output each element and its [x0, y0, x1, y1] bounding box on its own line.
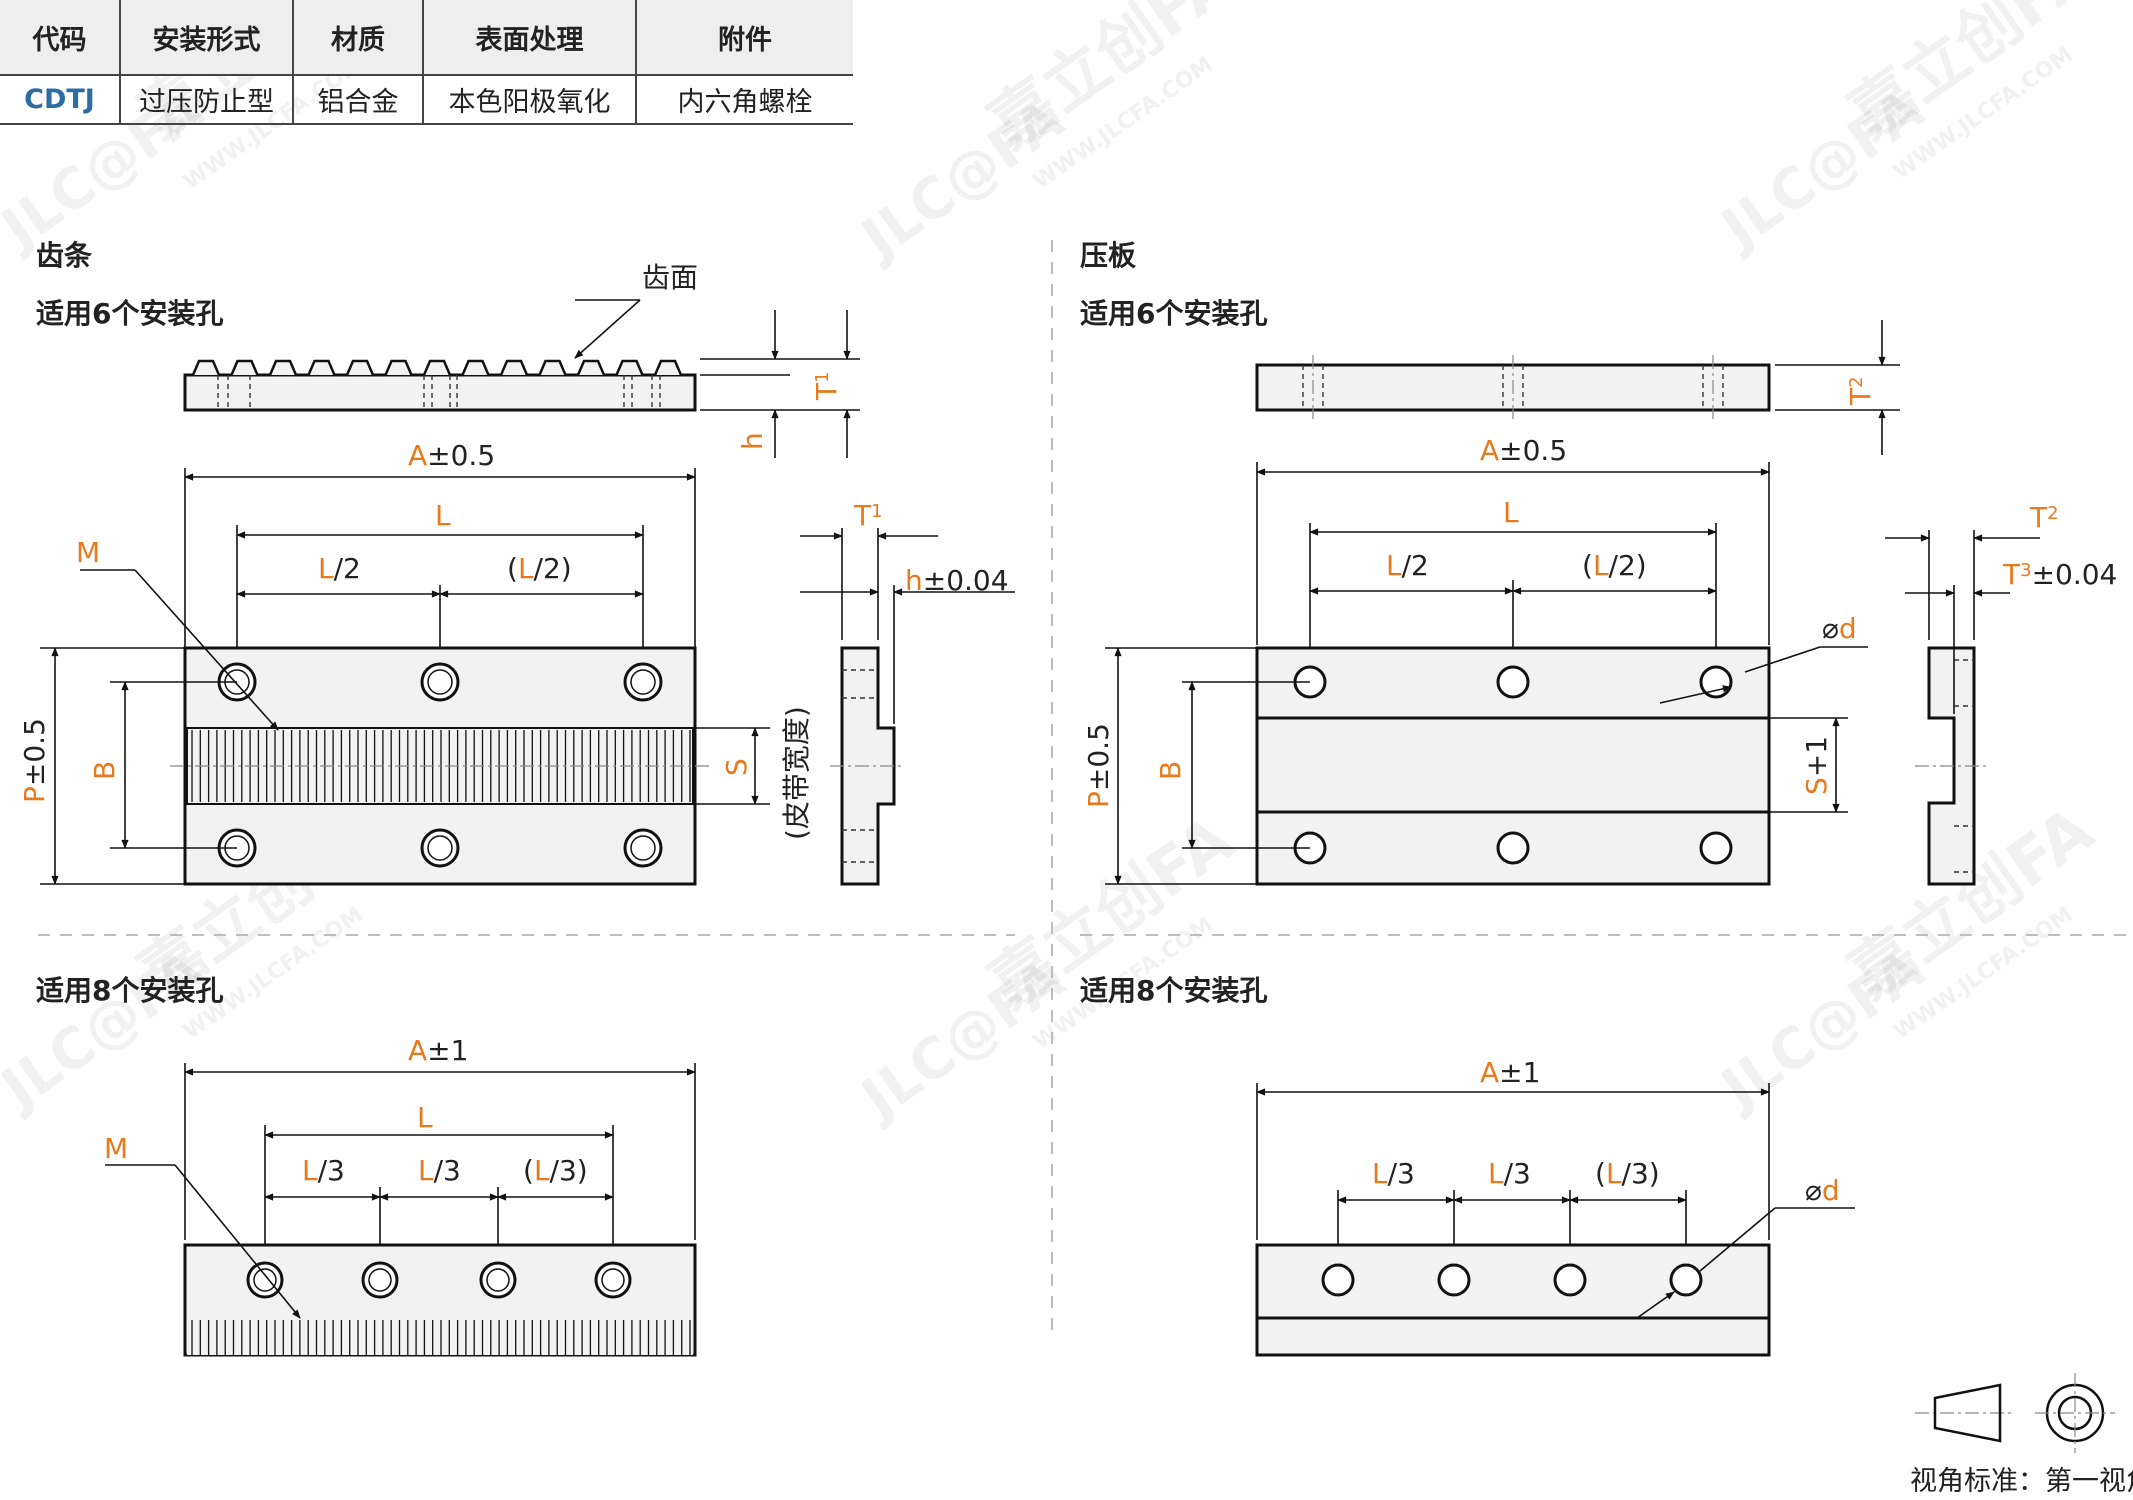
- dim-L3a-right8: L/3: [1372, 1157, 1415, 1190]
- rack-tooth-profile: [187, 359, 693, 377]
- mounting-hole: [594, 1261, 632, 1299]
- header-mount-type: 安装形式: [120, 0, 294, 75]
- table-row: CDTJ 过压防止型 铝合金 本色阳极氧化 内六角螺栓: [0, 75, 853, 124]
- dim-M-left8: M: [104, 1132, 128, 1165]
- cell-accessory: 内六角螺栓: [677, 87, 813, 118]
- rack-end-view: [830, 646, 905, 886]
- cell-mount-type: 过压防止型: [120, 75, 294, 124]
- rack-side-view: [183, 359, 697, 412]
- mounting-hole: [1321, 1263, 1355, 1297]
- rack-front-view-8: [183, 1243, 697, 1357]
- rack-teeth: [187, 359, 693, 377]
- plate-front-view-8: [1255, 1243, 1771, 1357]
- projection-label: 视角标准：第一视角: [1910, 1466, 2133, 1497]
- cell-surface: 本色阳极氧化: [423, 75, 637, 124]
- dim-L-left8: L: [417, 1101, 433, 1134]
- rack8-teeth-band: [187, 1318, 693, 1355]
- mounting-hole: [1437, 1263, 1471, 1297]
- dim-L3b-left8: L/3: [418, 1154, 461, 1187]
- plate-front-view-6: [1255, 646, 1771, 886]
- mounting-hole: [1496, 665, 1530, 699]
- dim-L3c-left8: (L/3): [523, 1154, 588, 1187]
- right-holes8-label: 适用8个安装孔: [1080, 974, 1267, 1007]
- dim-A-right6: A±0.5: [1480, 434, 1567, 467]
- table-header-row: 代码 安装形式 材质 表面处理 附件: [0, 0, 853, 75]
- dim-B-left6: B: [88, 761, 121, 780]
- right-section-title: 压板: [1080, 239, 1136, 272]
- plate-side-view: [1255, 355, 1771, 420]
- dim-T2-end: T2: [2029, 501, 2059, 534]
- dim-L-left6: L: [435, 499, 451, 532]
- mounting-hole: [1699, 831, 1733, 865]
- dim-T2-side: T2: [1844, 376, 1877, 406]
- mounting-hole: [361, 1261, 399, 1299]
- mounting-hole: [1669, 1263, 1703, 1297]
- rack8-teeth-band-lines: [191, 1320, 691, 1355]
- right-holes6-label: 适用6个安装孔: [1080, 297, 1267, 330]
- dim-L2-right6: L/2: [1386, 549, 1429, 582]
- dim-A-left8: A±1: [408, 1034, 468, 1067]
- rack-body-outline: [183, 373, 697, 412]
- dim-L3c-right8: (L/3): [1595, 1157, 1660, 1190]
- header-code: 代码: [0, 0, 121, 75]
- left-holes8-label: 适用8个安装孔: [36, 974, 223, 1007]
- left-holes6-label: 适用6个安装孔: [36, 297, 223, 330]
- cell-code: CDTJ: [0, 75, 121, 124]
- dim-S-left6: S: [720, 758, 753, 776]
- dim-A-left6: A±0.5: [408, 439, 495, 472]
- dim-L3b-right8: L/3: [1488, 1157, 1531, 1190]
- dim-M-left6: M: [76, 536, 100, 569]
- plate-end-view: [1915, 646, 1990, 886]
- rack-front-view-6: [170, 646, 710, 886]
- dim-T3-end: T3±0.04: [2002, 558, 2117, 591]
- dim-L2p-right6: (L/2): [1582, 549, 1647, 582]
- belt-width-label: (皮带宽度): [780, 706, 813, 840]
- dim-d-right8: ⌀d: [1805, 1174, 1840, 1207]
- dim-S-right6: S+1: [1800, 736, 1833, 795]
- header-accessory: 附件: [636, 0, 853, 75]
- dim-P-left6: P±0.5: [18, 718, 51, 803]
- dim-L2p-left6: (L/2): [507, 552, 572, 585]
- mounting-hole: [479, 1261, 517, 1299]
- tooth-face-leader: [574, 299, 641, 359]
- projection-symbol: [1915, 1373, 2115, 1453]
- spec-table: 代码 安装形式 材质 表面处理 附件 CDTJ 过压防止型 铝合金 本色阳极氧化…: [0, 0, 853, 125]
- dim-L3a-left8: L/3: [302, 1154, 345, 1187]
- dim-T1-side: T1: [810, 371, 843, 401]
- mounting-hole: [246, 1261, 284, 1299]
- dim-P-right6: P±0.5: [1082, 723, 1115, 808]
- mounting-hole: [1496, 831, 1530, 865]
- projection-cone-icon: [1933, 1383, 2002, 1443]
- cell-material: 铝合金: [293, 75, 424, 124]
- header-material: 材质: [293, 0, 424, 75]
- plate8-front-outline: [1255, 1243, 1771, 1357]
- mounting-hole: [1553, 1263, 1587, 1297]
- plate-end-outline: [1927, 646, 1976, 886]
- dim-T1-end: T1: [853, 499, 883, 532]
- dim-A-right8: A±1: [1480, 1056, 1540, 1089]
- dim-B-right6: B: [1154, 761, 1187, 780]
- dim-h-side: h: [736, 432, 769, 450]
- left-section-title: 齿条: [36, 239, 92, 272]
- dim-h-tol: h±0.04: [905, 564, 1009, 597]
- dim-L2-left6: L/2: [318, 552, 361, 585]
- watermarks: JLC@FA 嘉立创FA WWW.JLCFA.COM JLC@FA 嘉立创FA …: [0, 0, 2107, 1134]
- header-surface: 表面处理: [423, 0, 637, 75]
- dim-d-right6: ⌀d: [1822, 612, 1857, 645]
- dim-L-right6: L: [1503, 496, 1519, 529]
- tooth-face-label: 齿面: [642, 261, 698, 294]
